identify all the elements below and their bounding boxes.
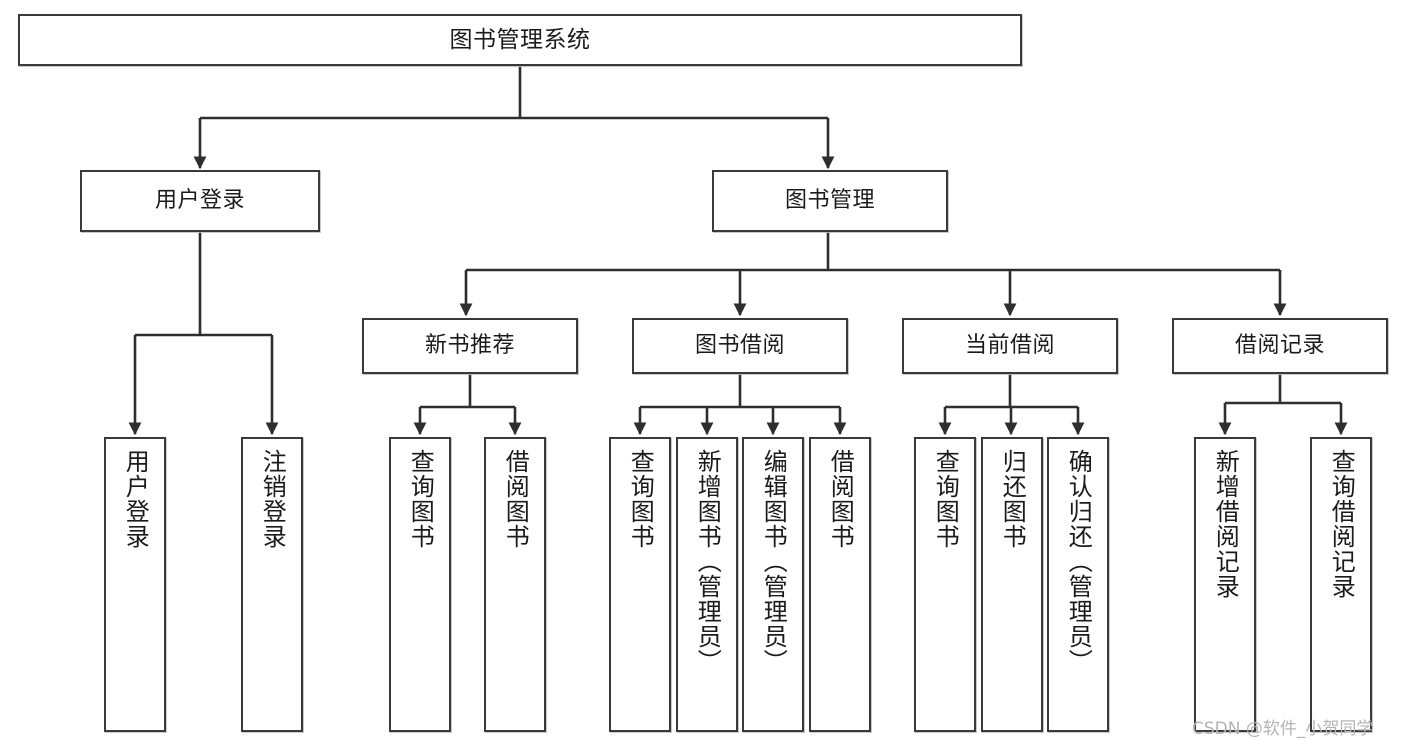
node-label: 查询图书 — [931, 449, 960, 549]
leaf-current-confirm-return-admin[interactable]: 确认归还（管理员） — [1047, 437, 1109, 732]
leaf-record-query-record[interactable]: 查询借阅记录 — [1310, 437, 1372, 732]
node-label: 编辑图书（管理员） — [759, 449, 788, 674]
node-label: 新增图书（管理员） — [693, 449, 722, 674]
leaf-newbook-query-book[interactable]: 查询图书 — [389, 437, 451, 732]
leaf-user-login[interactable]: 用户登录 — [104, 437, 166, 732]
leaf-borrow-add-book-admin[interactable]: 新增图书（管理员） — [676, 437, 738, 732]
node-label: 图书管理 — [784, 188, 875, 214]
node-label: 借阅图书 — [501, 449, 530, 549]
node-label: 借阅图书 — [826, 449, 855, 549]
node-label: 确认归还（管理员） — [1064, 449, 1093, 674]
node-label: 新书推荐 — [424, 333, 515, 359]
node-label: 图书借阅 — [694, 333, 785, 359]
node-current-borrow[interactable]: 当前借阅 — [902, 318, 1118, 374]
node-book-management[interactable]: 图书管理 — [712, 170, 948, 232]
node-label: 用户登录 — [121, 449, 150, 549]
leaf-user-logout[interactable]: 注销登录 — [241, 437, 303, 732]
node-label: 图书管理系统 — [449, 26, 591, 53]
leaf-newbook-borrow-book[interactable]: 借阅图书 — [484, 437, 546, 732]
node-borrow-record[interactable]: 借阅记录 — [1172, 318, 1388, 374]
node-label: 查询图书 — [626, 449, 655, 549]
node-label: 当前借阅 — [964, 333, 1055, 359]
node-label: 新增借阅记录 — [1211, 449, 1240, 599]
node-new-book-recommend[interactable]: 新书推荐 — [362, 318, 578, 374]
leaf-borrow-edit-book-admin[interactable]: 编辑图书（管理员） — [742, 437, 804, 732]
leaf-borrow-query-book[interactable]: 查询图书 — [609, 437, 671, 732]
node-label: 借阅记录 — [1234, 333, 1325, 359]
leaf-current-return-book[interactable]: 归还图书 — [981, 437, 1043, 732]
node-user-login[interactable]: 用户登录 — [80, 170, 320, 232]
node-label: 注销登录 — [258, 449, 287, 549]
node-label: 查询图书 — [406, 449, 435, 549]
leaf-borrow-lend-book[interactable]: 借阅图书 — [809, 437, 871, 732]
node-label: 归还图书 — [998, 449, 1027, 549]
leaf-record-add-record[interactable]: 新增借阅记录 — [1194, 437, 1256, 732]
node-root-system[interactable]: 图书管理系统 — [18, 14, 1022, 66]
node-book-borrow[interactable]: 图书借阅 — [632, 318, 848, 374]
csdn-watermark: CSDN @软件_小贺同学 — [1192, 719, 1374, 739]
node-label: 用户登录 — [154, 188, 245, 214]
node-label: 查询借阅记录 — [1327, 449, 1356, 599]
leaf-current-query-book[interactable]: 查询图书 — [914, 437, 976, 732]
